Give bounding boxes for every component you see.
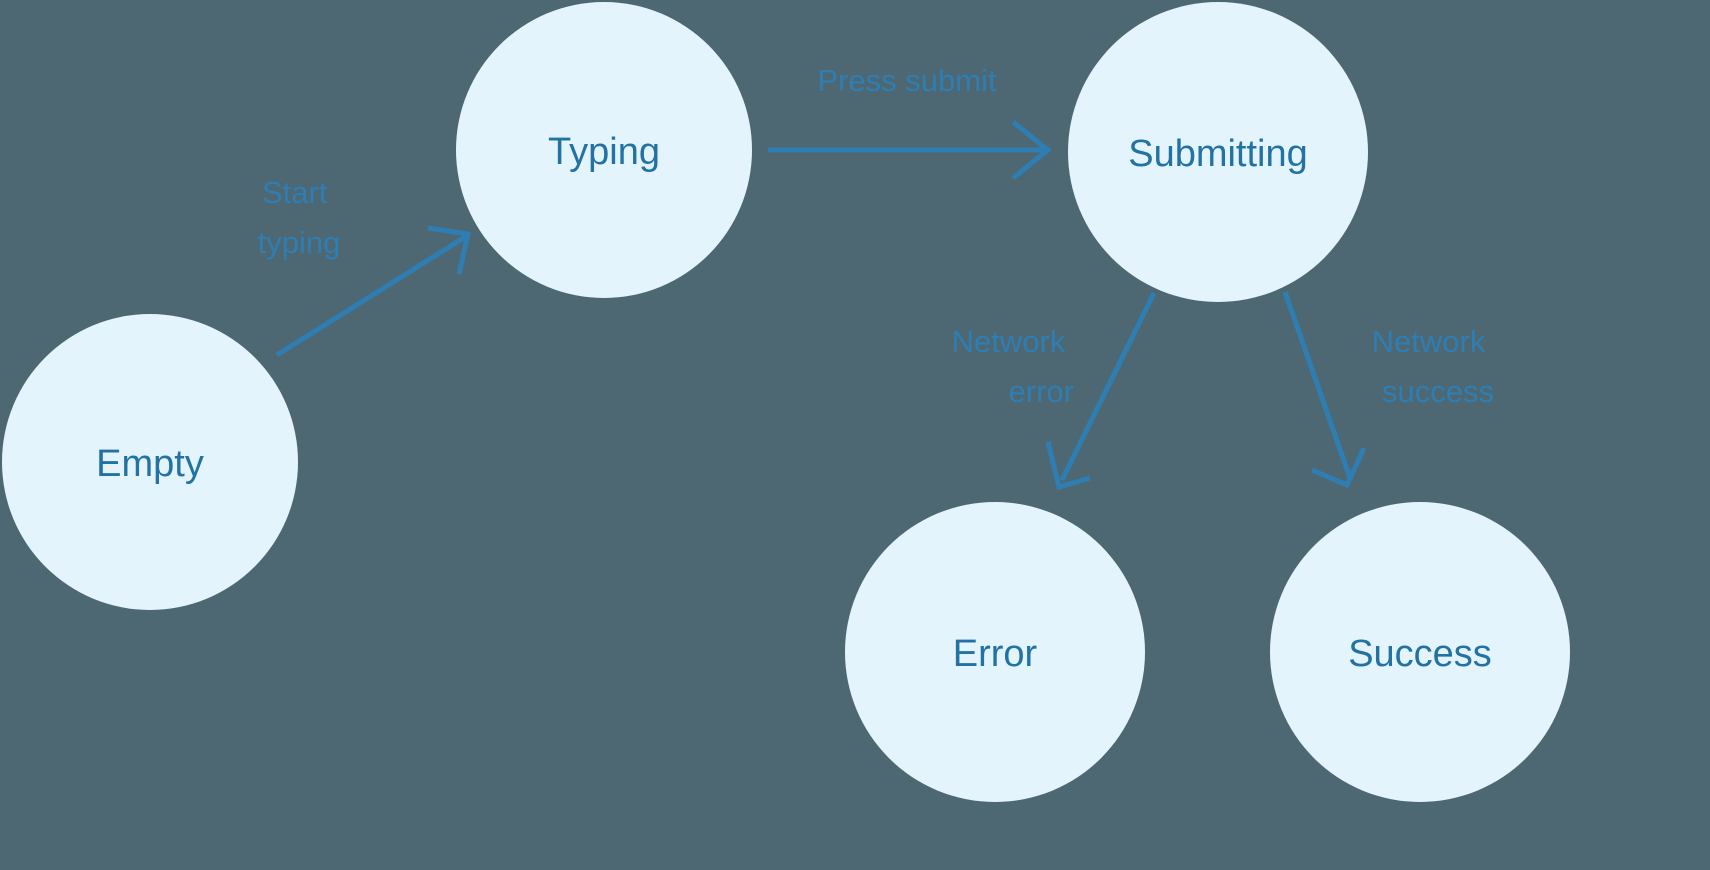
edge-line-submitting-to-success bbox=[1282, 291, 1353, 479]
state-node-error[interactable]: Error bbox=[845, 502, 1145, 802]
state-node-typing[interactable]: Typing bbox=[456, 2, 752, 298]
arrowhead-empty-to-typing bbox=[427, 225, 472, 275]
edge-empty-to-typing: Start typing bbox=[258, 175, 472, 358]
state-node-submitting[interactable]: Submitting bbox=[1068, 2, 1368, 302]
state-node-label-empty: Empty bbox=[96, 443, 204, 485]
state-node-circle-success[interactable] bbox=[1270, 502, 1570, 802]
edge-submitting-to-error: Network error bbox=[952, 291, 1157, 491]
state-node-label-error: Error bbox=[953, 633, 1038, 675]
state-node-empty[interactable]: Empty bbox=[2, 314, 298, 610]
edge-label-empty-to-typing: Start typing bbox=[258, 175, 341, 260]
edge-label-line: success bbox=[1382, 374, 1494, 409]
edge-label-line: typing bbox=[258, 225, 341, 260]
edge-label-line: Network bbox=[952, 324, 1066, 359]
arrowhead-submitting-to-success bbox=[1311, 446, 1367, 489]
edge-label-typing-to-submitting: Press submit bbox=[817, 63, 997, 98]
state-node-label-submitting: Submitting bbox=[1128, 133, 1308, 175]
edge-label-line: Start bbox=[262, 175, 328, 210]
edge-line-empty-to-typing bbox=[275, 234, 467, 358]
state-node-label-typing: Typing bbox=[548, 131, 660, 173]
edge-label-submitting-to-error: Network error bbox=[952, 324, 1074, 409]
state-node-circle-typing[interactable] bbox=[456, 2, 752, 298]
state-node-circle-submitting[interactable] bbox=[1068, 2, 1368, 302]
arrowhead-submitting-to-error bbox=[1045, 441, 1091, 491]
edge-label-line: Network bbox=[1372, 324, 1486, 359]
arrowhead-typing-to-submitting bbox=[1011, 120, 1053, 180]
state-node-circle-error[interactable] bbox=[845, 502, 1145, 802]
state-node-success[interactable]: Success bbox=[1270, 502, 1570, 802]
edge-typing-to-submitting: Press submit bbox=[768, 63, 1053, 180]
state-node-circle-empty[interactable] bbox=[2, 314, 298, 610]
edge-label-line: error bbox=[1009, 374, 1074, 409]
edge-line-submitting-to-error bbox=[1059, 291, 1157, 482]
state-node-label-success: Success bbox=[1348, 633, 1492, 675]
edge-label-line: Press submit bbox=[817, 63, 997, 98]
edge-label-submitting-to-success: Network success bbox=[1372, 324, 1494, 409]
edge-submitting-to-success: Network success bbox=[1282, 291, 1494, 489]
